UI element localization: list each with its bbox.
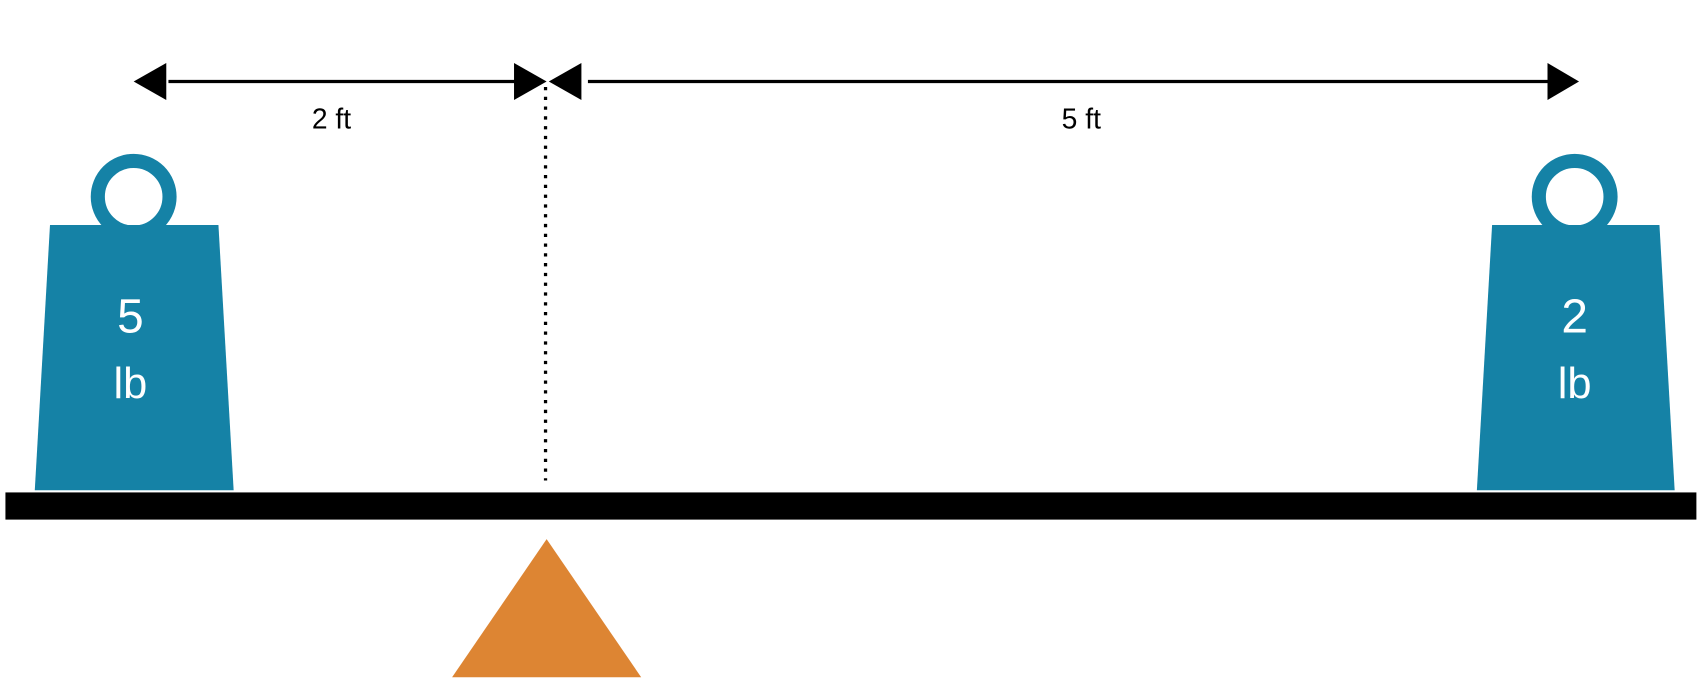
- weight-ring-icon: [90, 153, 177, 240]
- right-weight: 2 lb: [1476, 153, 1675, 491]
- weight-ring-icon: [1531, 153, 1618, 240]
- right-distance-arrow: [548, 63, 1580, 101]
- right-weight-value: 2: [1561, 291, 1588, 344]
- left-distance-arrow: [133, 63, 547, 101]
- left-weight-value: 5: [117, 291, 144, 344]
- lever-beam: [5, 492, 1697, 520]
- right-distance-label: 5 ft: [1062, 102, 1101, 134]
- arrowhead-left-icon: [133, 63, 167, 101]
- left-weight-unit: lb: [113, 360, 147, 408]
- fulcrum: [452, 539, 642, 678]
- left-distance-label: 2 ft: [312, 102, 351, 134]
- left-weight: 5 lb: [34, 153, 234, 491]
- arrowhead-left-icon: [548, 63, 582, 101]
- arrowhead-right-icon: [1547, 63, 1580, 101]
- arrowhead-right-icon: [514, 63, 547, 101]
- right-weight-unit: lb: [1558, 360, 1592, 408]
